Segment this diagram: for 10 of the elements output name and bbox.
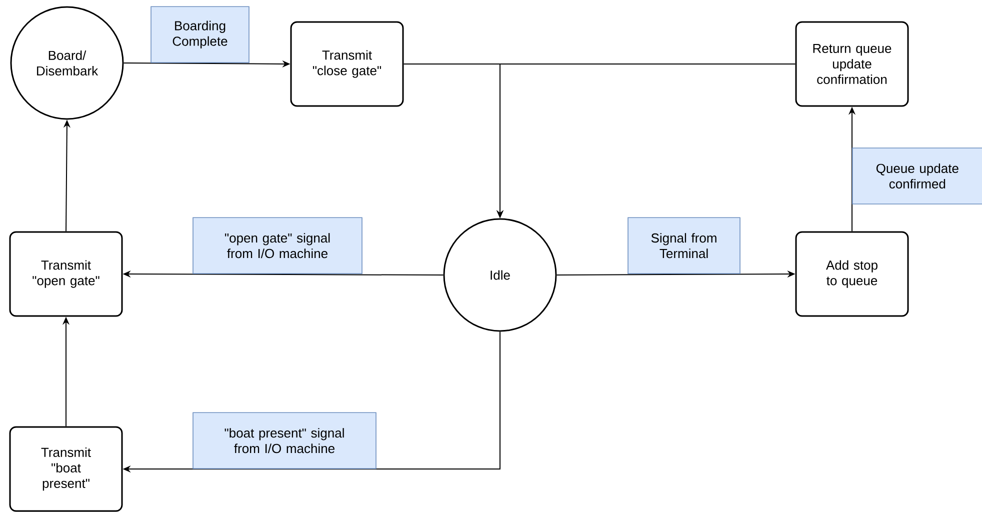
- edge-label: "boat present" signal from I/O machine: [192, 412, 376, 469]
- process-box: Transmit "close gate": [290, 21, 404, 107]
- process-box: Transmit "boat present": [9, 426, 123, 512]
- edge-label: Signal from Terminal: [628, 217, 740, 274]
- process-box: Transmit "open gate": [9, 231, 123, 317]
- process-box: Add stop to queue: [795, 231, 909, 317]
- edge-label: Boarding Complete: [150, 6, 250, 63]
- edge-label: Queue update confirmed: [852, 148, 982, 204]
- process-box: Return queue update confirmation: [795, 21, 909, 107]
- edge-label: "open gate" signal from I/O machine: [192, 217, 362, 274]
